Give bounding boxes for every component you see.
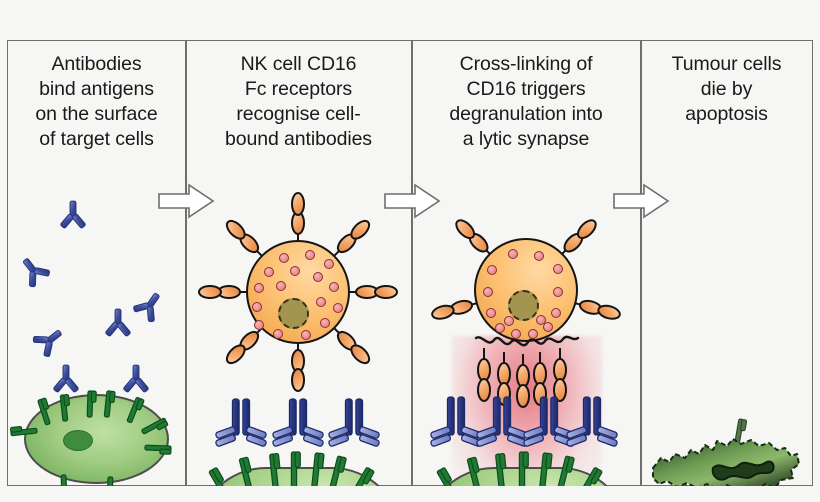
granule [301,330,311,340]
granule [553,287,563,297]
granule [254,320,264,330]
step-arrow-3 [612,183,670,219]
panel-4: Tumour cells die by apoptosis [641,40,812,486]
granule [305,250,315,260]
granule [508,249,518,259]
granule [276,281,286,291]
panel-4-caption: Tumour cells die by apoptosis [671,53,782,125]
granule [483,287,493,297]
nk-cell-nucleus-p3 [508,290,539,321]
granule [553,264,563,274]
surface-antigens-group-p3 [436,451,603,486]
panel-divider-3 [640,40,642,486]
panel-divider-2 [411,40,413,486]
step-arrow-2 [383,183,441,219]
cd16-receptors-clustered-p3 [477,348,567,408]
target-cell-nucleus [63,430,93,451]
granule [252,302,262,312]
granule-releasing [543,322,553,332]
granule-releasing [511,329,521,339]
granule [316,297,326,307]
surface-antigens-group [10,390,172,486]
bound-antibodies-group-p2 [215,398,380,447]
nk-ruffled-membrane [474,335,580,347]
granule [333,303,343,313]
granule [487,265,497,275]
panel-2: NK cell CD16 Fc receptors recognise cell… [186,40,411,486]
granule [320,318,330,328]
surface-antigens-group-p2 [208,451,375,486]
panel-3-caption: Cross-linking of CD16 triggers degranula… [449,53,603,150]
panel-3: Cross-linking of CD16 triggers degranula… [412,40,640,486]
granule [534,251,544,261]
granule [273,329,283,339]
panel-1-caption: Antibodies bind antigens on the surface … [35,53,158,150]
granule [551,308,561,318]
granule [254,283,264,293]
granule [290,266,300,276]
granule-releasing [495,323,505,333]
bound-antibodies-group-p3 [430,396,618,447]
granule [264,267,274,277]
granule [279,253,289,263]
granule-releasing [528,329,538,339]
panel-2-caption: NK cell CD16 Fc receptors recognise cell… [225,53,372,150]
nk-cell-nucleus-p2 [278,298,309,329]
step-arrow-1 [157,183,215,219]
cd16-receptors-group-p2 [198,192,398,392]
free-antibodies-group [22,200,160,393]
panel-divider-1 [185,40,187,486]
granule [324,259,334,269]
granule-releasing [536,315,546,325]
granule [313,272,323,282]
apoptotic-cell [652,418,800,486]
panel-1: Antibodies bind antigens on the surface … [8,40,185,486]
granule-releasing [504,316,514,326]
granule [329,282,339,292]
granule [486,308,496,318]
